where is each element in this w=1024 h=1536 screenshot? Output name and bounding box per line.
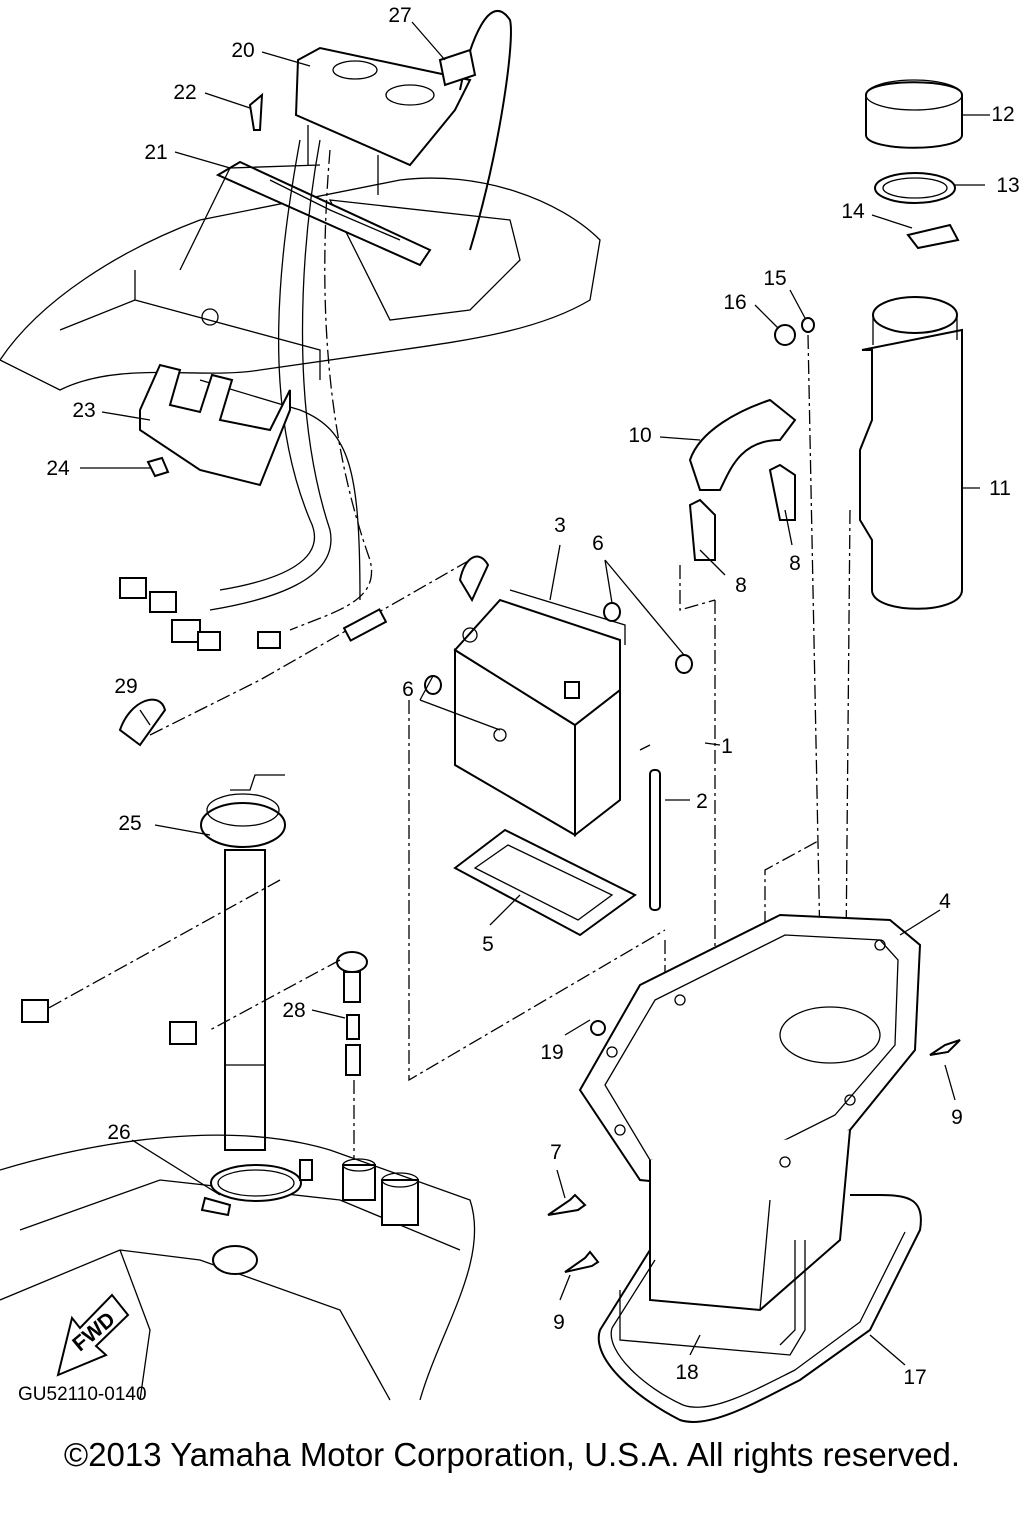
callout-28: 28 <box>282 999 305 1022</box>
callout-10: 10 <box>628 424 651 447</box>
callout-26: 26 <box>107 1121 130 1144</box>
callout-numbers: 27 20 22 21 12 13 14 15 16 23 10 24 11 3… <box>46 4 1019 1389</box>
callout-17: 17 <box>903 1366 926 1389</box>
callout-23: 23 <box>72 399 95 422</box>
callout-9: 9 <box>553 1311 565 1334</box>
callout-13: 13 <box>996 174 1019 197</box>
leader-lines <box>80 21 990 1366</box>
spacers <box>419 559 693 731</box>
callout-29: 29 <box>114 675 137 698</box>
fwd-arrow-icon: FWD <box>56 1293 130 1377</box>
callout-22: 22 <box>173 81 196 104</box>
callout-14: 14 <box>841 200 865 223</box>
callout-12: 12 <box>991 103 1014 126</box>
callout-18: 18 <box>675 1361 698 1384</box>
callout-5: 5 <box>482 933 494 956</box>
battery <box>453 589 626 838</box>
callout-7: 7 <box>550 1141 562 1164</box>
bracket-23 <box>139 363 291 487</box>
sensor-28 <box>169 951 368 1076</box>
callout-19: 19 <box>540 1041 563 1064</box>
strap-bands <box>597 1194 922 1423</box>
copyright-notice: ©2013 Yamaha Motor Corporation, U.S.A. A… <box>63 1436 961 1473</box>
callout-8: 8 <box>735 574 747 597</box>
callout-1: 1 <box>721 735 733 758</box>
fasteners <box>547 1020 961 1273</box>
callout-25: 25 <box>118 812 141 835</box>
wire-harness <box>119 139 373 651</box>
callout-4: 4 <box>939 890 951 913</box>
battery-tray <box>578 913 922 1312</box>
callout-27: 27 <box>388 4 411 27</box>
fuel-sender <box>21 774 286 1151</box>
filler-tube <box>774 79 963 610</box>
callout-21: 21 <box>144 141 167 164</box>
hull-deck-outline <box>0 177 601 601</box>
callout-8: 8 <box>789 552 801 575</box>
callout-20: 20 <box>231 39 254 62</box>
drawing-code: GU52110-0140 <box>18 1384 147 1405</box>
callout-16: 16 <box>723 291 746 314</box>
fuel-tank <box>0 1134 476 1401</box>
meter-assembly <box>215 10 512 267</box>
callout-9: 9 <box>951 1106 963 1129</box>
callout-2: 2 <box>696 790 708 813</box>
callout-6: 6 <box>592 532 604 555</box>
battery-cable <box>118 555 490 747</box>
clamp-and-brackets <box>688 398 797 561</box>
callout-6: 6 <box>402 678 414 701</box>
callout-15: 15 <box>763 267 786 290</box>
callout-3: 3 <box>554 514 566 537</box>
callout-24: 24 <box>46 457 70 480</box>
battery-pad <box>453 742 721 937</box>
callout-11: 11 <box>989 477 1011 500</box>
